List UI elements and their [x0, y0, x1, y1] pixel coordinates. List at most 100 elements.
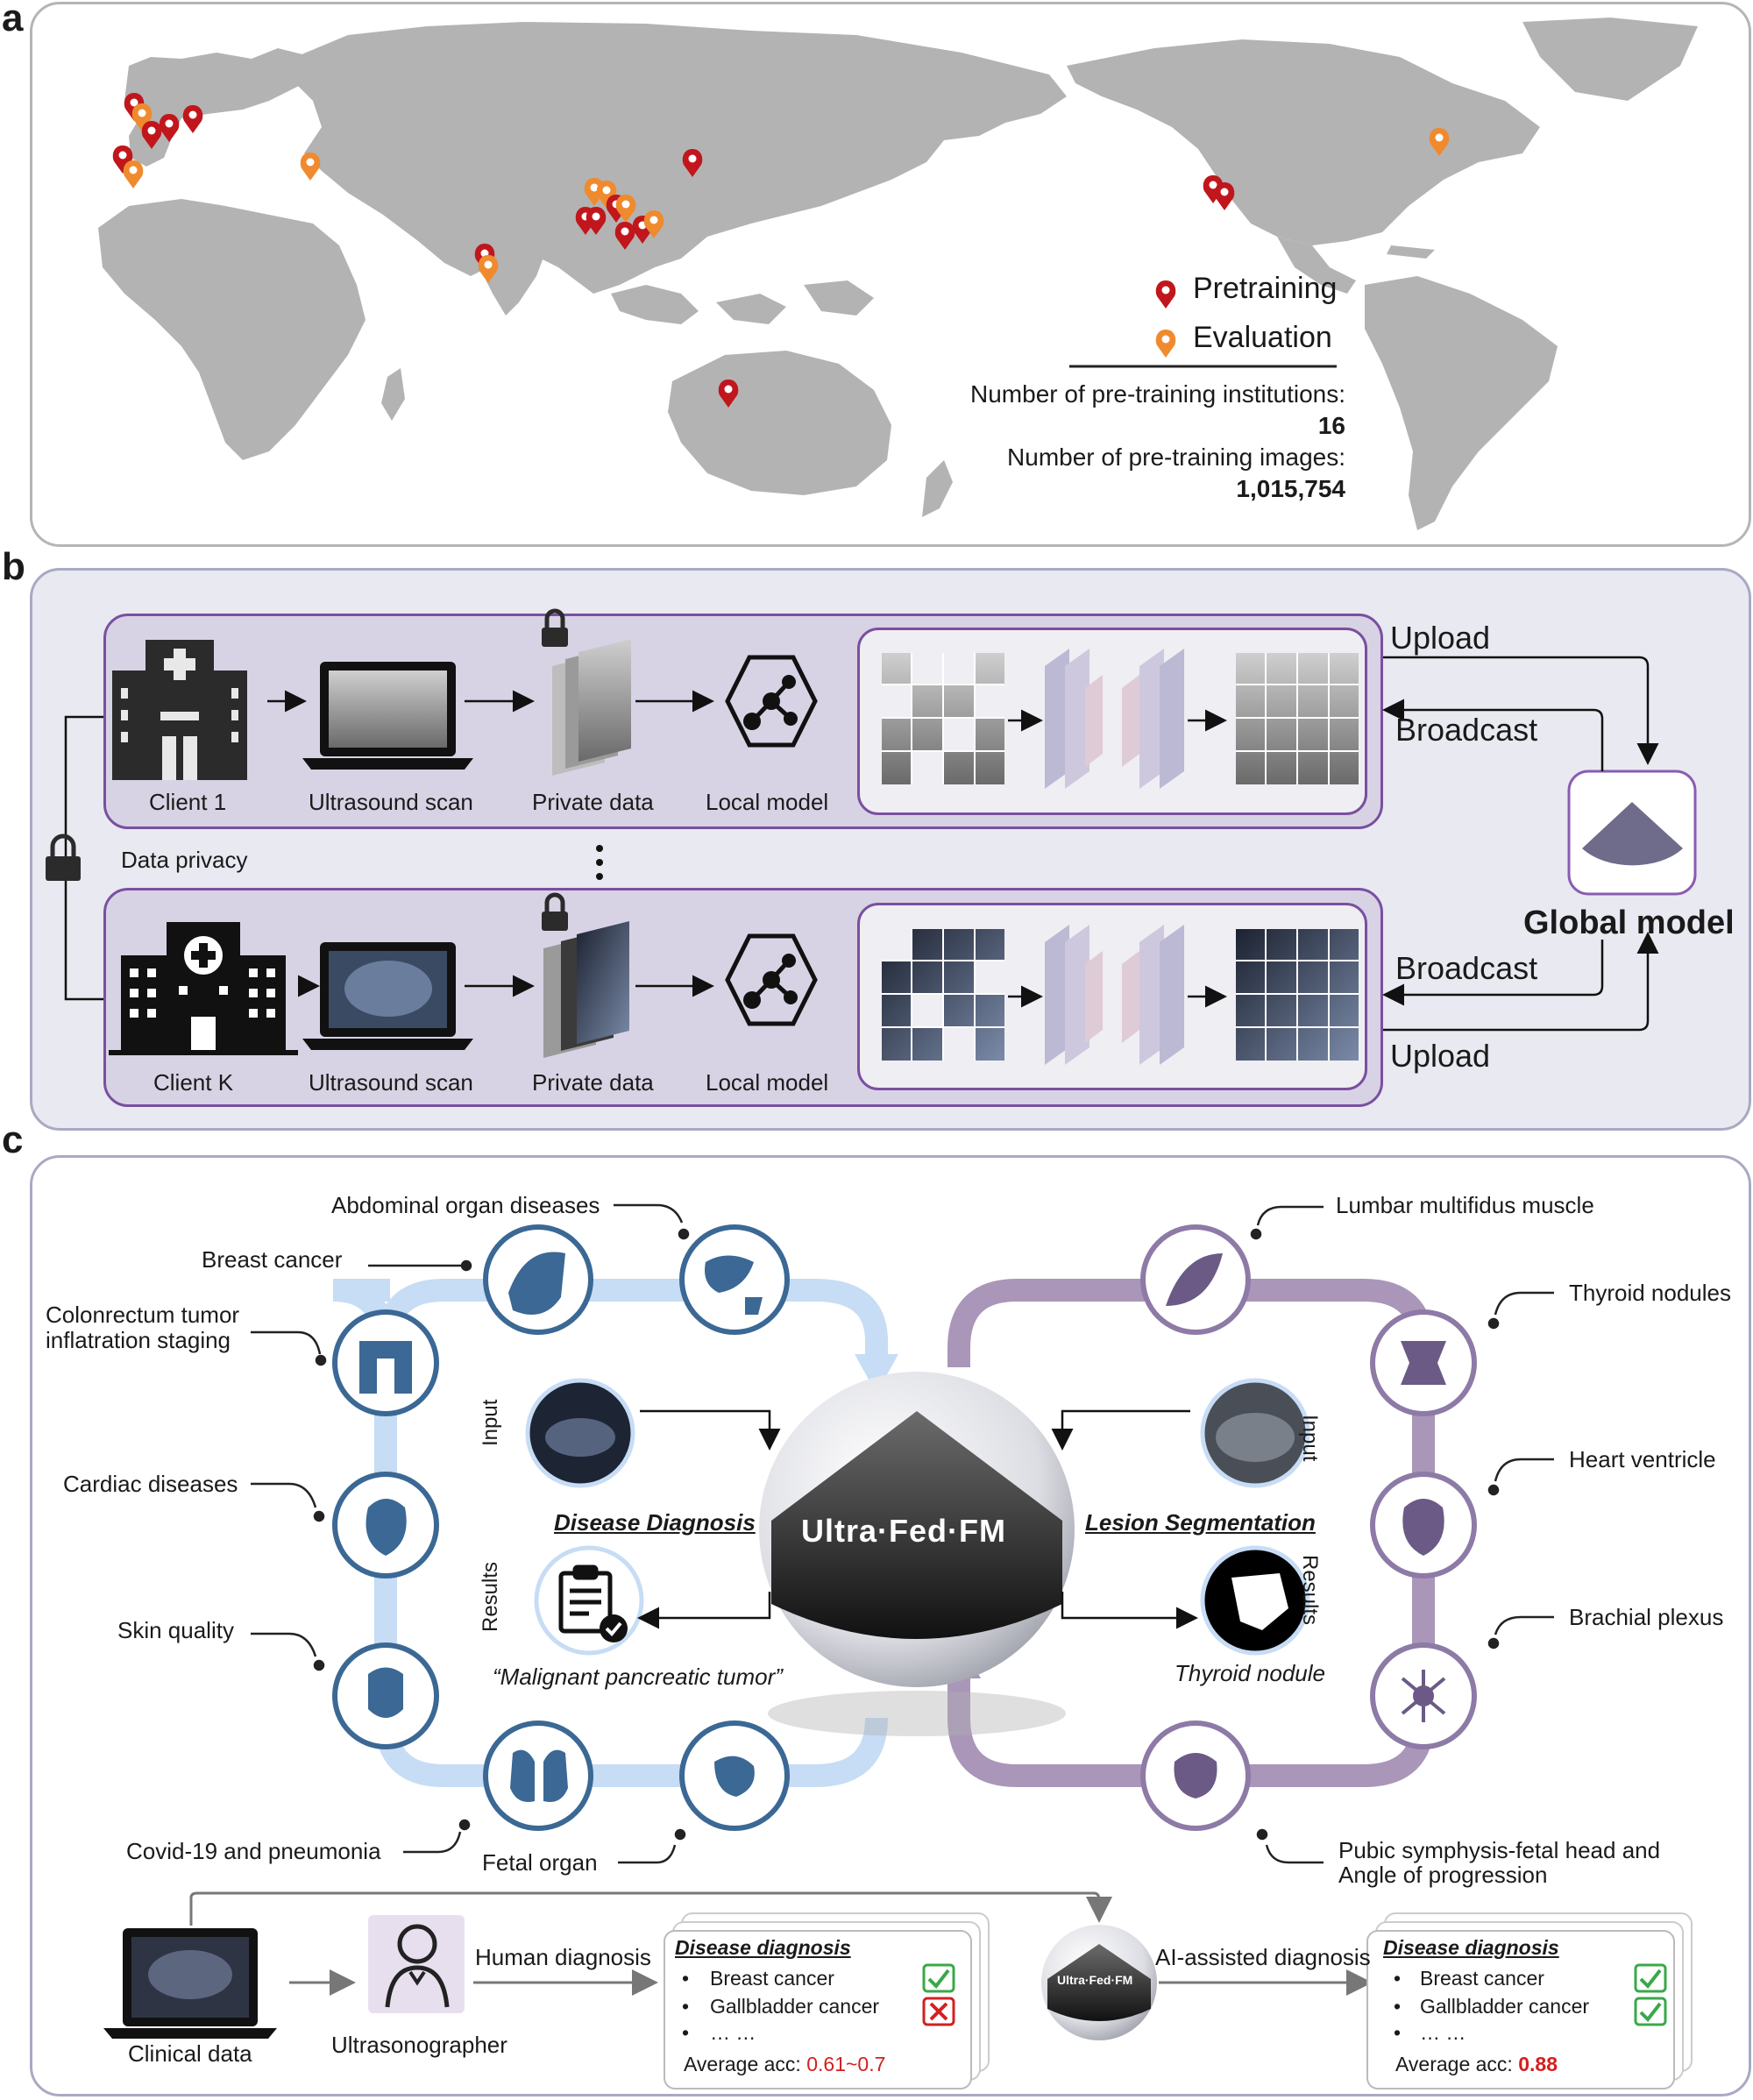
upload-label-top: Upload — [1390, 620, 1491, 656]
hospital-icon-client-1 — [112, 640, 247, 780]
disease-diagnosis-title: Disease Diagnosis — [554, 1509, 756, 1536]
hospital-icon-client-k — [109, 922, 298, 1055]
ultrasound-scan-label-k: Ultrasound scan — [309, 1069, 473, 1096]
diagnosis-results-label: Results — [479, 1561, 502, 1632]
private-data-stack-client-1 — [542, 608, 631, 776]
ai-globe-small — [1041, 1925, 1157, 2040]
panel-letter-b: b — [2, 545, 25, 588]
task-covid-label: Covid-19 and pneumonia — [126, 1838, 381, 1864]
breast-icon — [508, 1252, 565, 1315]
human-card-bullet-2: • — [682, 1995, 690, 2018]
ultrafedfm-globe — [759, 1372, 1075, 1736]
local-model-label-1: Local model — [706, 789, 829, 815]
vertical-ellipsis — [596, 845, 603, 880]
segmentation-results-label: Results — [1298, 1555, 1322, 1626]
task-skin-label: Skin quality — [117, 1617, 234, 1643]
institutions-value: 16 — [1317, 412, 1345, 439]
pregnancy-icon — [1174, 1753, 1217, 1798]
check-icon-human-1 — [922, 1963, 955, 1993]
task-cardiac-label: Cardiac diseases — [63, 1471, 238, 1497]
ai-card-bullet-3: • — [1394, 2021, 1402, 2044]
map-markers — [112, 93, 1450, 408]
human-card-bullet-1: • — [682, 1967, 690, 1990]
human-diagnosis-label: Human diagnosis — [475, 1944, 651, 1970]
thyroid-icon — [1401, 1341, 1446, 1385]
client-1-label: Client 1 — [149, 789, 227, 815]
task-abdominal-label: Abdominal organ diseases — [331, 1192, 600, 1218]
segmentation-input-label: Input — [1298, 1415, 1322, 1462]
task-pubic-label-2: Angle of progression — [1338, 1862, 1548, 1888]
global-model-label: Global model — [1523, 905, 1735, 941]
human-diagnosis-card-stack — [664, 1912, 990, 2089]
lungs-icon — [510, 1749, 568, 1802]
private-data-label-k: Private data — [532, 1069, 654, 1096]
panel-a-map — [30, 2, 1751, 547]
ultrafedfm-label: Ultra·Fed·FM — [801, 1513, 1006, 1549]
ultrafedfm-small-label: Ultra·Fed·FM — [1057, 1973, 1133, 1987]
panel-letter-c: c — [2, 1118, 24, 1161]
callout-lines — [251, 1203, 1554, 1864]
colon-icon-circle — [332, 1309, 439, 1416]
world-map — [98, 18, 1698, 530]
institutions-label: Number of pre-training institutions: — [970, 380, 1345, 408]
clipboard-icon — [558, 1564, 613, 1634]
heart-ventricle-icon — [1402, 1499, 1444, 1556]
panel-letter-a: a — [2, 0, 24, 39]
ai-card-item-3: … … — [1420, 2021, 1466, 2044]
masked-image-client-1 — [882, 653, 1359, 784]
legend-pretraining-label: Pretraining — [1193, 272, 1338, 305]
human-card-title: Disease diagnosis — [675, 1936, 851, 1959]
ai-card-item-1: Breast cancer — [1420, 1967, 1544, 1990]
network-slabs-client-1 — [1045, 649, 1184, 789]
face-mask-icon — [368, 1667, 403, 1718]
images-value: 1,015,754 — [1236, 475, 1345, 502]
ultrasonographer-label: Ultrasonographer — [331, 2032, 507, 2058]
ai-card-title: Disease diagnosis — [1383, 1936, 1559, 1959]
lungs-icon-circle — [483, 1720, 593, 1831]
human-card-item-2: Gallbladder cancer — [710, 1995, 880, 2018]
left-loop-upper — [444, 1279, 888, 1354]
muscle-icon — [1166, 1253, 1223, 1306]
clinical-data-label: Clinical data — [128, 2040, 252, 2067]
local-model-icon-client-k — [725, 933, 818, 1026]
images-label: Number of pre-training images: — [1007, 443, 1345, 471]
land-shapes — [98, 18, 1698, 530]
broadcast-label-top: Broadcast — [1395, 712, 1538, 748]
heart-icon — [366, 1499, 407, 1556]
ai-card-item-2: Gallbladder cancer — [1420, 1995, 1590, 2018]
left-icons — [359, 1252, 763, 1802]
network-slabs-client-k — [1045, 925, 1184, 1065]
client-k-label: Client K — [153, 1069, 234, 1096]
human-card-acc: Average acc: 0.61~0.7 — [684, 2053, 885, 2076]
ai-diagnosis-label: AI-assisted diagnosis — [1155, 1944, 1371, 1970]
left-loop-arrowhead — [855, 1354, 898, 1394]
check-icon-ai-2 — [1634, 1997, 1667, 2026]
ai-card-bullet-2: • — [1394, 1995, 1402, 2018]
human-card-bullet-3: • — [682, 2021, 690, 2044]
clinical-data-laptop — [103, 1928, 277, 2039]
task-pubic-label-1: Pubic symphysis-fetal head and — [1338, 1837, 1661, 1863]
ai-acc-value: 0.88 — [1518, 2053, 1558, 2075]
upload-label-bottom: Upload — [1390, 1038, 1491, 1074]
ai-card-bullet-1: • — [1394, 1967, 1402, 1990]
broadcast-label-bottom: Broadcast — [1395, 950, 1538, 986]
right-icons — [1166, 1253, 1446, 1798]
global-model-icon — [1567, 770, 1697, 896]
segmentation-output-text: Thyroid nodule — [1175, 1660, 1325, 1686]
masked-image-client-k — [882, 929, 1359, 1061]
ai-diagnosis-card-stack — [1366, 1912, 1693, 2089]
diagnosis-output-text: “Malignant pancreatic tumor” — [493, 1664, 783, 1690]
check-icon-ai-1 — [1634, 1963, 1667, 1993]
data-privacy-lock-icon — [46, 834, 81, 881]
private-data-label-1: Private data — [532, 789, 654, 815]
laptop-icon-client-1 — [302, 662, 473, 770]
panel-b-graphics — [46, 608, 1697, 1065]
row-arrows — [267, 690, 1227, 1008]
ai-card-acc: Average acc: 0.88 — [1395, 2053, 1558, 2076]
kidney-icon — [745, 1297, 763, 1315]
task-lumbar-label: Lumbar multifidus muscle — [1336, 1192, 1594, 1218]
legend-evaluation-label: Evaluation — [1193, 321, 1332, 354]
local-model-icon-client-1 — [725, 655, 818, 748]
ultrasound-scan-label-1: Ultrasound scan — [309, 789, 473, 815]
